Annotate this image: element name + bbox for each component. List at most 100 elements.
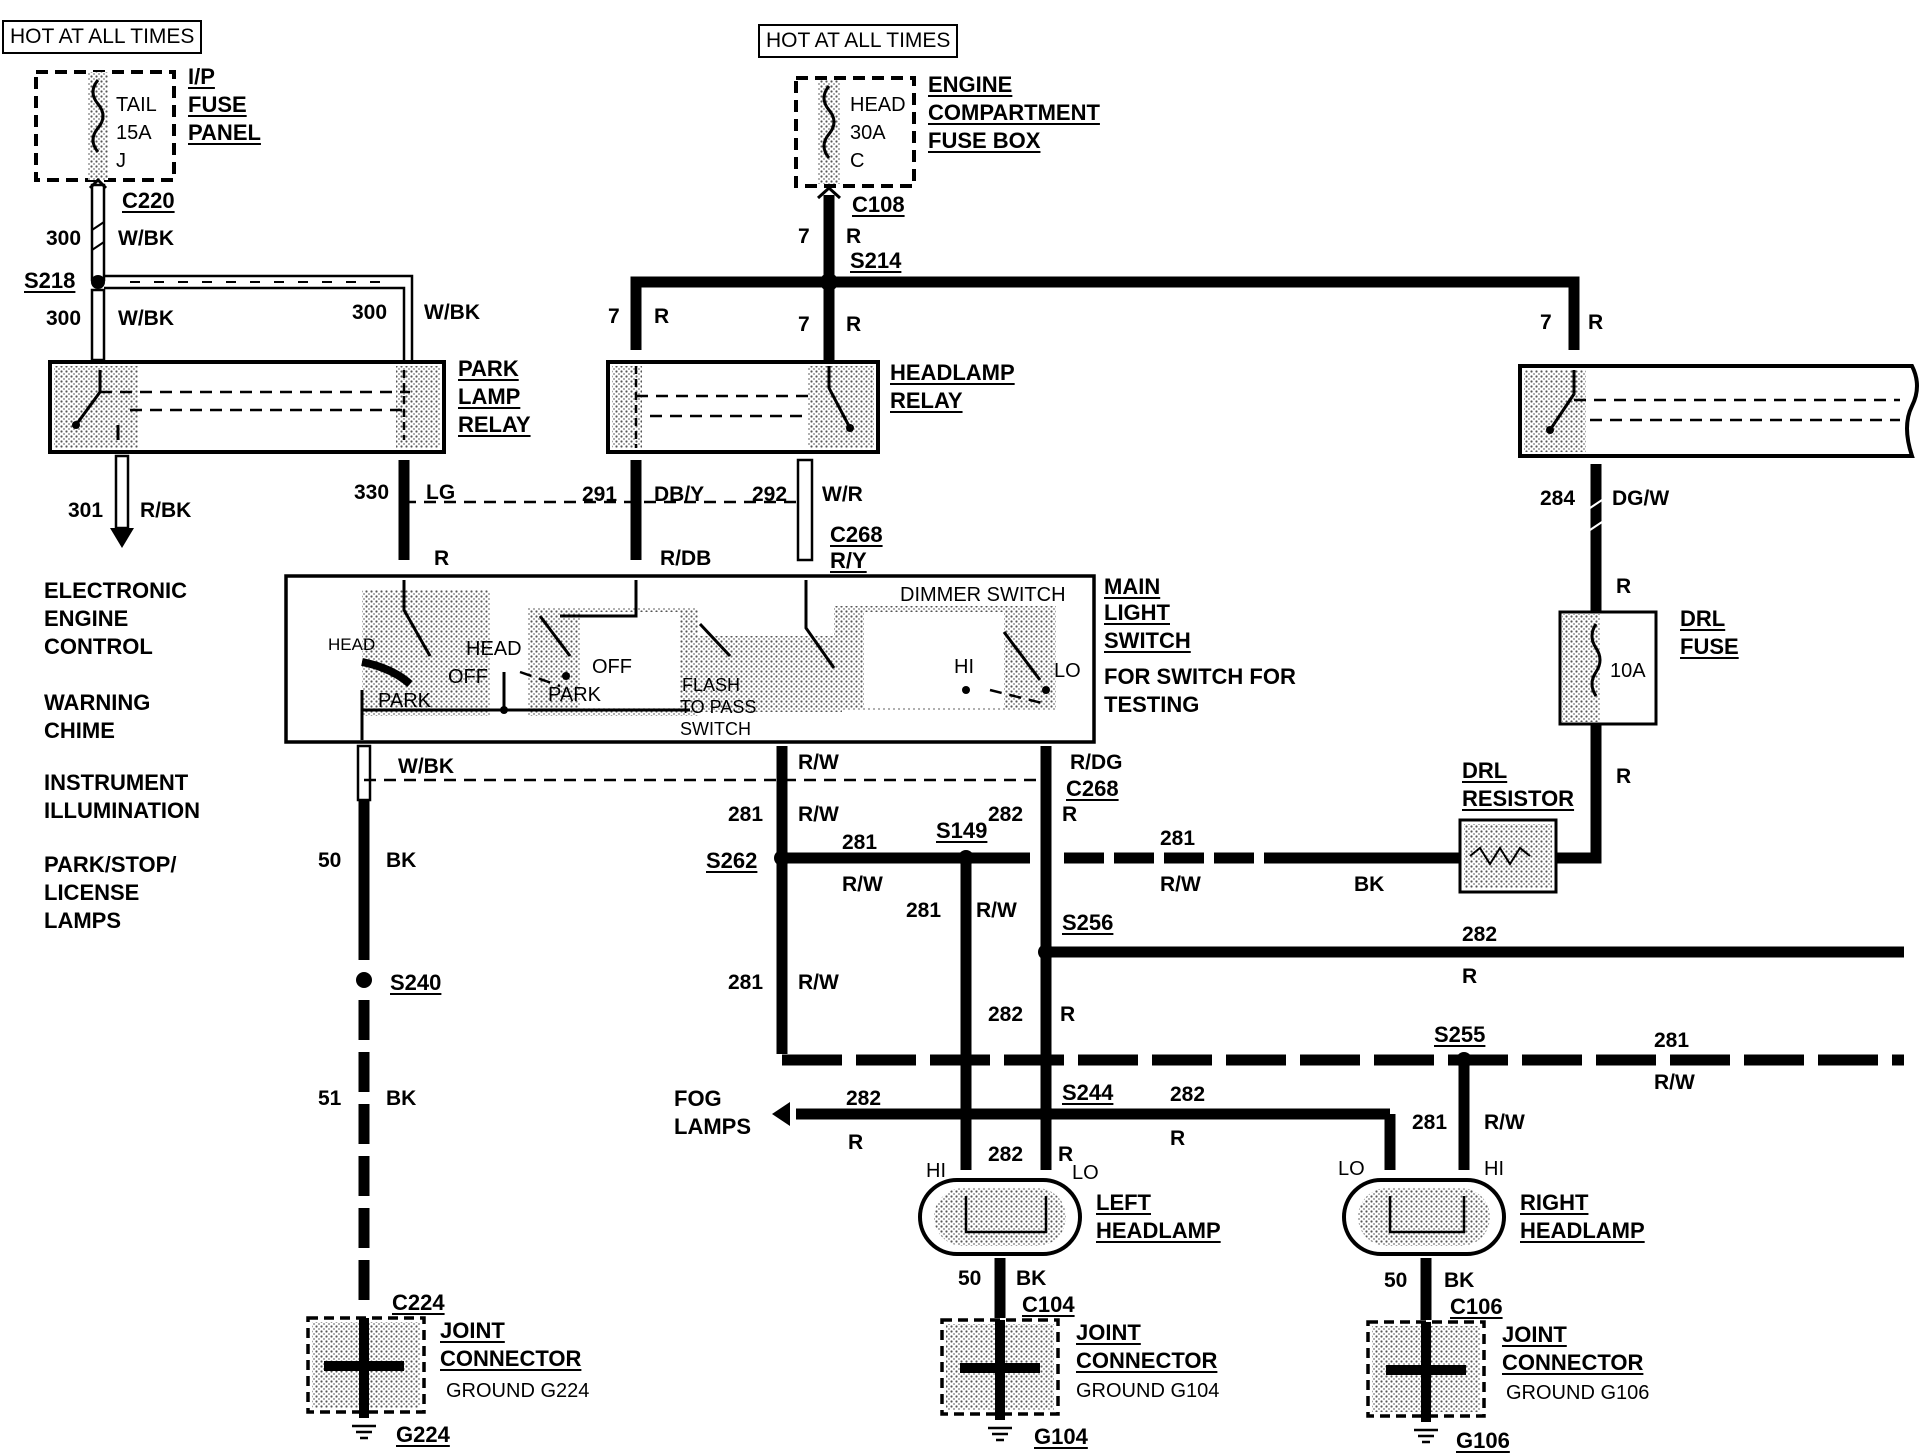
eec-item: CONTROL bbox=[44, 634, 153, 659]
wire-circuit: 7 bbox=[1540, 311, 1552, 334]
wire-color: R bbox=[1062, 803, 1078, 826]
eec-item: PARK/STOP/ bbox=[44, 852, 177, 877]
wire-color: R bbox=[1058, 1143, 1074, 1166]
wire-circuit: 284 bbox=[1540, 487, 1576, 510]
wire-color: R/BK bbox=[140, 499, 192, 522]
switch-pos-park: PARK bbox=[548, 684, 601, 706]
engine-fuse-rating: 30A bbox=[850, 122, 886, 144]
wire-color: R/W bbox=[1654, 1071, 1695, 1094]
ground-label: GROUND G224 bbox=[446, 1380, 590, 1402]
switch-pos-off: OFF bbox=[592, 656, 632, 678]
wire-color: DB/Y bbox=[654, 483, 705, 506]
main-switch-label: MAIN bbox=[1104, 574, 1161, 599]
right-headlamp-hi: HI bbox=[1484, 1158, 1504, 1180]
wire-circuit: 301 bbox=[68, 499, 104, 522]
ground-id: G224 bbox=[396, 1422, 450, 1447]
wire-color: BK bbox=[386, 849, 417, 872]
engine-fuse-id: C bbox=[850, 150, 865, 172]
wire-300-branch bbox=[104, 274, 414, 360]
drl-fuse-label: FUSE bbox=[1680, 634, 1739, 659]
joint-connectors bbox=[306, 1316, 1486, 1444]
fog-lamps-label: LAMPS bbox=[674, 1114, 751, 1139]
engine-fuse-box-label: ENGINE bbox=[928, 72, 1013, 97]
hot-at-all-times-label: HOT AT ALL TIMES bbox=[2, 20, 203, 54]
wire-color: R bbox=[1462, 965, 1478, 988]
engine-fuse-name: HEAD bbox=[850, 94, 906, 116]
wire-color: W/BK bbox=[118, 227, 174, 250]
dimmer-switch-label: DIMMER SWITCH bbox=[900, 584, 1066, 606]
main-switch-label: LIGHT bbox=[1104, 600, 1170, 625]
wire-circuit: 292 bbox=[752, 483, 788, 506]
main-switch-label: SWITCH bbox=[1104, 628, 1191, 653]
splice-s214-label: S214 bbox=[850, 248, 902, 273]
ip-fuse-name: TAIL bbox=[116, 94, 157, 116]
splice-s149 bbox=[958, 850, 974, 866]
wire-color: R/W bbox=[798, 971, 839, 994]
switch-pos-head: HEAD bbox=[328, 635, 376, 654]
connector-c268: C268 bbox=[830, 522, 883, 547]
wire-301 bbox=[110, 454, 134, 548]
left-headlamp-hi: HI bbox=[926, 1160, 946, 1182]
wire-color: R/W bbox=[798, 803, 839, 826]
wire-circuit: 282 bbox=[988, 803, 1024, 826]
eec-item: WARNING bbox=[44, 690, 151, 715]
wire-color: R/W bbox=[842, 873, 883, 896]
wire-color: R bbox=[1060, 1003, 1076, 1026]
wire-color: R bbox=[846, 225, 862, 248]
wire-7-red bbox=[630, 185, 1580, 360]
dimmer-hi: HI bbox=[954, 656, 974, 678]
wire-300-top bbox=[88, 177, 108, 282]
drl-relay bbox=[1518, 364, 1919, 458]
wire-color: R bbox=[1170, 1127, 1186, 1150]
drl-fuse-label: DRL bbox=[1680, 606, 1726, 631]
splice-s218 bbox=[91, 275, 105, 289]
ground-label: GROUND G104 bbox=[1076, 1380, 1220, 1402]
splice-s218-label: S218 bbox=[24, 268, 76, 293]
connector-c220: C220 bbox=[122, 188, 175, 213]
ground-id: G104 bbox=[1034, 1424, 1088, 1449]
wire-color: W/BK bbox=[424, 301, 480, 324]
wire-circuit: 281 bbox=[842, 831, 878, 854]
ip-fuse-panel bbox=[34, 70, 176, 182]
ip-fuse-rating: 15A bbox=[116, 122, 152, 144]
left-headlamp bbox=[918, 1178, 1082, 1256]
switch-note: TESTING bbox=[1104, 692, 1200, 717]
splice-s262 bbox=[774, 850, 790, 866]
wire-circuit: 282 bbox=[846, 1087, 882, 1110]
eec-item: LAMPS bbox=[44, 908, 121, 933]
ip-fuse-panel-label: PANEL bbox=[188, 120, 261, 145]
joint-connector-label: JOINT bbox=[1502, 1322, 1567, 1347]
wire-circuit: 50 bbox=[1384, 1269, 1408, 1292]
connector-c268-color: R/Y bbox=[830, 548, 867, 573]
engine-fuse-box bbox=[794, 76, 916, 188]
connector-c106: C106 bbox=[1450, 1294, 1503, 1319]
wire-color: BK bbox=[1444, 1269, 1475, 1292]
engine-fuse-box-label: COMPARTMENT bbox=[928, 100, 1100, 125]
wire-circuit: 281 bbox=[1412, 1111, 1448, 1134]
splice-s244-label: S244 bbox=[1062, 1080, 1114, 1105]
switch-note: FOR SWITCH FOR bbox=[1104, 664, 1296, 689]
left-headlamp-label: LEFT bbox=[1096, 1190, 1151, 1215]
main-light-switch bbox=[284, 574, 1096, 744]
wire-color: R/W bbox=[1160, 873, 1201, 896]
wire-color: R/DG bbox=[1070, 751, 1123, 774]
left-headlamp-lo: LO bbox=[1072, 1162, 1099, 1184]
wire-circuit: 50 bbox=[958, 1267, 982, 1290]
wire-color: R bbox=[1588, 311, 1604, 334]
wire-color: LG bbox=[426, 481, 456, 504]
eec-item: ENGINE bbox=[44, 606, 129, 631]
engine-fuse-box-label: FUSE BOX bbox=[928, 128, 1041, 153]
fog-lamps-label: FOG bbox=[674, 1086, 722, 1111]
hot-at-all-times-label: HOT AT ALL TIMES bbox=[758, 24, 959, 58]
wire-color: R bbox=[1616, 575, 1632, 598]
flash-to-pass: FLASH bbox=[682, 675, 741, 695]
splice-s240 bbox=[356, 972, 372, 988]
wire-color: W/BK bbox=[398, 755, 454, 778]
ip-fuse-panel-label: I/P bbox=[188, 64, 215, 89]
wire-color: R bbox=[434, 547, 450, 570]
eec-item: INSTRUMENT bbox=[44, 770, 189, 795]
joint-connector-label: CONNECTOR bbox=[440, 1346, 582, 1371]
wire-circuit: 282 bbox=[988, 1003, 1024, 1026]
splice-s240-label: S240 bbox=[390, 970, 442, 995]
